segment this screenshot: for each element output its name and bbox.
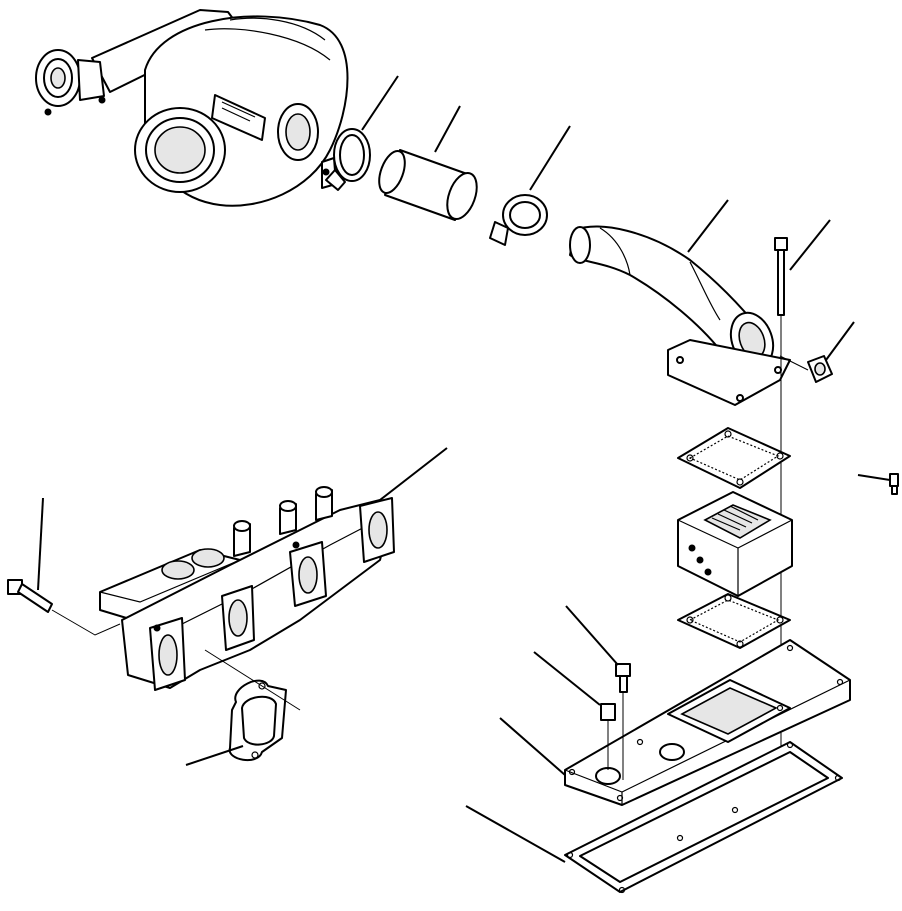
leader-exhaust-manifold [379, 447, 448, 501]
plate-bolt [615, 663, 631, 780]
intake-adapter-plate [564, 639, 851, 806]
turbocharger [35, 9, 349, 207]
leader-manifold-gasket [185, 745, 244, 766]
leader-plate-bolt [565, 605, 619, 666]
gasket-lower [677, 593, 791, 649]
elbow-pipe [569, 225, 791, 406]
plate-nut [600, 703, 616, 770]
cover-gasket [564, 741, 843, 894]
callout-leaders [37, 75, 891, 863]
hose-clamp-upper [325, 128, 371, 191]
leader-hose-clamp-upper [361, 75, 399, 131]
gasket-upper [677, 427, 791, 489]
hose-clamp-lower [489, 194, 548, 246]
leader-elbow-pipe [687, 199, 729, 253]
leader-long-bolt [789, 219, 831, 271]
leader-plate-nut [533, 651, 601, 706]
connector-hose [378, 149, 478, 221]
small-fitting [889, 473, 899, 495]
leader-manifold-bolt [37, 497, 44, 591]
air-heater [677, 491, 793, 597]
exhaust-manifold [99, 486, 395, 691]
manifold-gasket [204, 649, 301, 762]
manifold-bolt [7, 579, 121, 636]
leader-small-fitting [857, 474, 891, 481]
leader-connector-hose [434, 105, 461, 153]
leader-plug [825, 321, 855, 361]
long-bolt [774, 237, 788, 355]
plug [779, 355, 833, 383]
leader-hose-clamp-lower [529, 125, 571, 191]
leader-cover-gasket [465, 805, 566, 863]
leader-intake-adapter-plate [499, 717, 566, 776]
